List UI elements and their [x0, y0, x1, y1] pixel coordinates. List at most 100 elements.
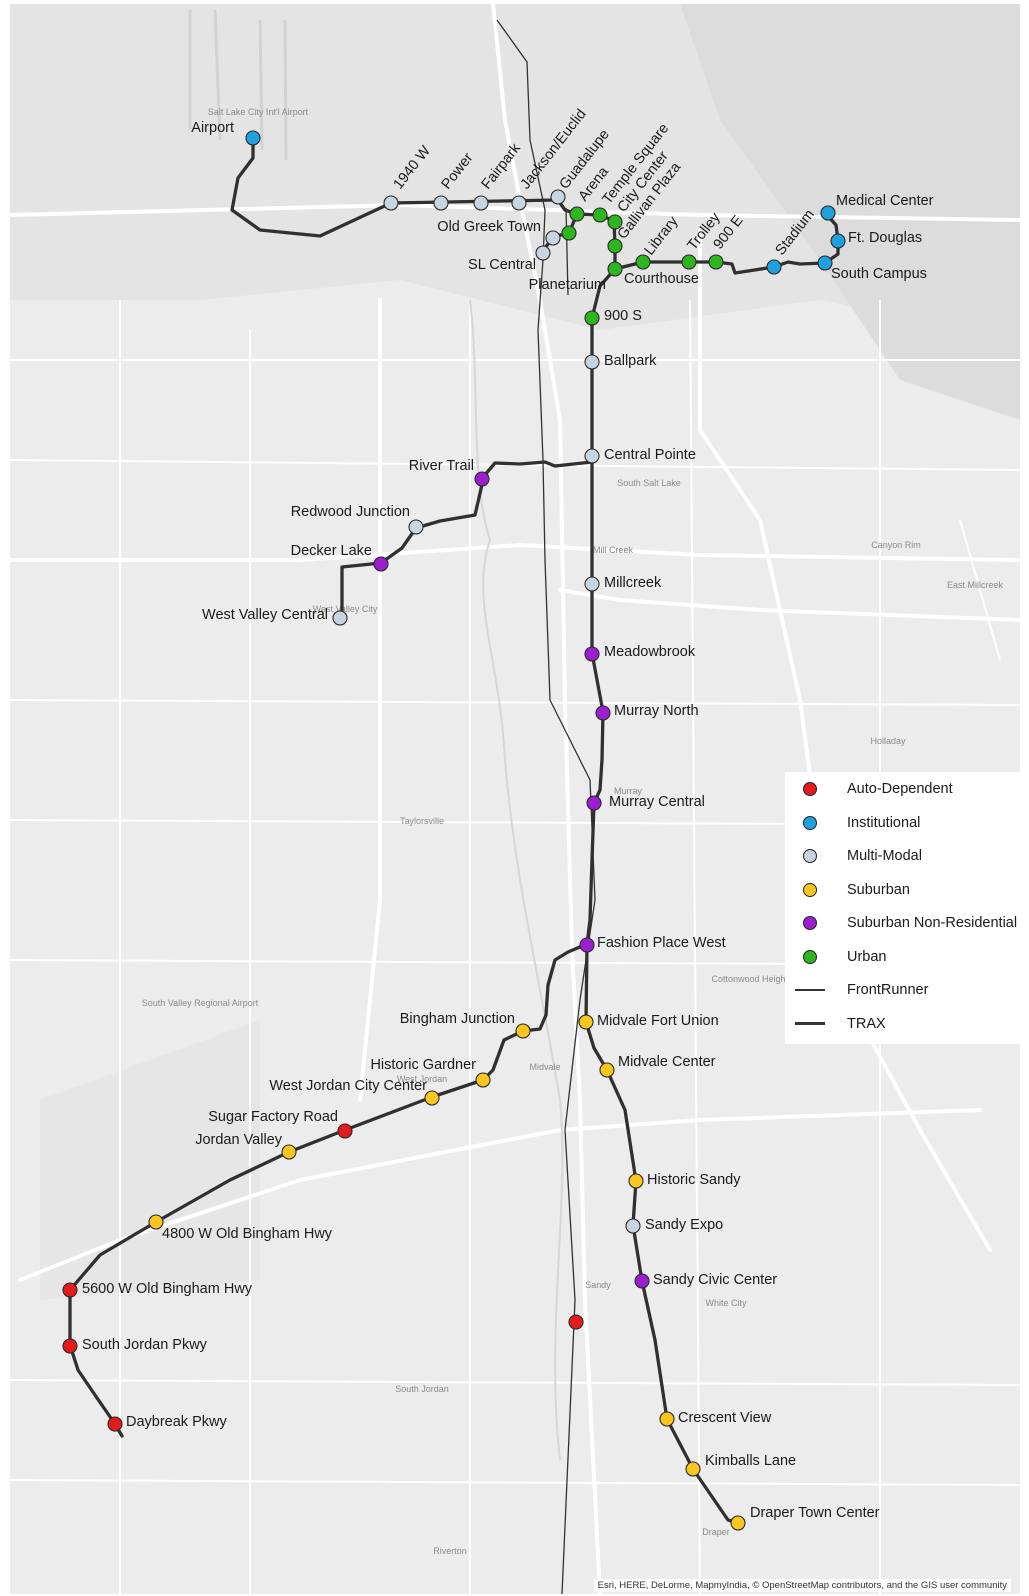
station-marker-jackson-euclid[interactable] [511, 195, 527, 211]
frontrunner-line [496, 19, 596, 1594]
station-label-old-greek-town: Old Greek Town [437, 219, 541, 235]
legend-label: TRAX [847, 1015, 886, 1032]
station-marker-medical-center[interactable] [820, 205, 836, 221]
station-marker-redwood-junction[interactable] [408, 519, 424, 535]
station-label-sandy-expo: Sandy Expo [645, 1217, 723, 1233]
station-marker-sandy-expo[interactable] [625, 1218, 641, 1234]
station-marker-midvale-fort-union[interactable] [578, 1014, 594, 1030]
station-marker-murray-central[interactable] [586, 795, 602, 811]
station-marker-stadium[interactable] [766, 259, 782, 275]
station-label-ballpark: Ballpark [604, 353, 657, 369]
station-marker-midvale-center[interactable] [599, 1062, 615, 1078]
station-marker-courthouse[interactable] [607, 261, 623, 277]
station-label-historic-gardner: Historic Gardner [370, 1057, 476, 1073]
legend-label: Suburban [847, 881, 910, 898]
station-label-decker-lake: Decker Lake [291, 543, 372, 559]
place-label-mill-creek: Mill Creek [593, 545, 634, 555]
station-marker-draper-town-center[interactable] [730, 1515, 746, 1531]
station-label-medical-center: Medical Center [836, 193, 934, 209]
station-label-jordan-valley: Jordan Valley [195, 1132, 283, 1148]
station-label-murray-central: Murray Central [609, 794, 705, 810]
place-label-west-valley-city: West Valley City [313, 604, 378, 614]
station-marker-fashion-place-west[interactable] [579, 937, 595, 953]
station-marker-river-trail[interactable] [474, 471, 490, 487]
legend-label: Urban [847, 948, 887, 965]
station-marker-900-e[interactable] [708, 254, 724, 270]
legend-item-urban: Urban [785, 940, 887, 974]
legend-dot-icon [803, 949, 817, 964]
station-marker-guadalupe[interactable] [550, 189, 566, 205]
place-label-taylorsville: Taylorsville [400, 816, 444, 826]
station-marker-bingham-junction[interactable] [515, 1023, 531, 1039]
place-label-draper: Draper [702, 1527, 730, 1537]
legend-item-suburban-non-residential: Suburban Non-Residential [785, 906, 1017, 940]
station-marker-unlabeled[interactable] [568, 1314, 584, 1330]
place-label-midvale: Midvale [529, 1062, 560, 1072]
station-label-draper-town-center: Draper Town Center [750, 1505, 880, 1521]
station-label-4800-w-old-bingham-hwy: 4800 W Old Bingham Hwy [162, 1226, 333, 1242]
station-marker-kimballs-lane[interactable] [685, 1461, 701, 1477]
station-marker-arena[interactable] [569, 206, 585, 222]
legend-swatch [785, 779, 835, 799]
place-label-south-jordan: South Jordan [395, 1384, 449, 1394]
station-marker-daybreak-pkwy[interactable] [107, 1416, 123, 1432]
place-label-west-jordan: West Jordan [397, 1074, 447, 1084]
station-marker-central-pointe[interactable] [584, 448, 600, 464]
station-marker-old-greek-town[interactable] [545, 230, 561, 246]
station-marker-1940-w[interactable] [383, 195, 399, 211]
station-marker-fairpark[interactable] [473, 195, 489, 211]
station-label-west-jordan-city-center: West Jordan City Center [269, 1078, 427, 1094]
station-marker-jordan-valley[interactable] [281, 1144, 297, 1160]
legend-swatch [785, 1014, 835, 1034]
station-marker-historic-gardner[interactable] [475, 1072, 491, 1088]
station-marker-planetarium[interactable] [561, 225, 577, 241]
station-marker-power[interactable] [433, 195, 449, 211]
station-marker-airport[interactable] [245, 130, 261, 146]
station-marker-millcreek[interactable] [584, 576, 600, 592]
station-marker-4800-w-old-bingham-hwy[interactable] [148, 1214, 164, 1230]
station-marker-south-campus[interactable] [817, 255, 833, 271]
station-marker-trolley[interactable] [681, 254, 697, 270]
station-marker-sugar-factory-road[interactable] [337, 1123, 353, 1139]
place-label-canyon-rim: Canyon Rim [871, 540, 921, 550]
station-label-south-jordan-pkwy: South Jordan Pkwy [82, 1337, 208, 1353]
station-marker-ft-douglas[interactable] [830, 233, 846, 249]
place-label-cottonwood-heights: Cottonwood Heights [711, 974, 793, 984]
station-marker-sandy-civic-center[interactable] [634, 1273, 650, 1289]
station-marker-meadowbrook[interactable] [584, 646, 600, 662]
station-marker-5600-w-old-bingham-hwy[interactable] [62, 1282, 78, 1298]
station-label-bingham-junction: Bingham Junction [400, 1011, 515, 1027]
place-label-salt-lake-city-int-l-airport: Salt Lake City Int'l Airport [208, 107, 309, 117]
station-marker-south-jordan-pkwy[interactable] [62, 1338, 78, 1354]
legend-swatch [785, 880, 835, 900]
station-marker-crescent-view[interactable] [659, 1411, 675, 1427]
place-label-riverton: Riverton [433, 1546, 467, 1556]
station-marker-murray-north[interactable] [595, 705, 611, 721]
station-marker-city-center[interactable] [607, 214, 623, 230]
station-marker-west-valley-central[interactable] [332, 610, 348, 626]
station-marker-historic-sandy[interactable] [628, 1173, 644, 1189]
station-label-river-trail: River Trail [409, 458, 474, 474]
station-marker-library[interactable] [635, 254, 651, 270]
station-marker-sl-central[interactable] [535, 245, 551, 261]
station-label-900-s: 900 S [604, 308, 642, 324]
station-marker-ballpark[interactable] [584, 354, 600, 370]
place-label-east-millcreek: East Millcreek [947, 580, 1004, 590]
place-label-murray: Murray [614, 786, 643, 796]
station-marker-temple-square[interactable] [592, 207, 608, 223]
station-label-kimballs-lane: Kimballs Lane [705, 1453, 796, 1469]
station-label-midvale-fort-union: Midvale Fort Union [597, 1013, 719, 1029]
stations [62, 130, 846, 1531]
station-label-crescent-view: Crescent View [678, 1410, 772, 1426]
station-label-daybreak-pkwy: Daybreak Pkwy [126, 1414, 227, 1430]
station-marker-gallivan-plaza[interactable] [607, 238, 623, 254]
legend-swatch [785, 813, 835, 833]
station-label-meadowbrook: Meadowbrook [604, 644, 696, 660]
station-marker-900-s[interactable] [584, 310, 600, 326]
legend-swatch [785, 947, 835, 967]
station-marker-decker-lake[interactable] [373, 556, 389, 572]
station-marker-west-jordan-city-center[interactable] [424, 1090, 440, 1106]
station-label-central-pointe: Central Pointe [604, 447, 696, 463]
legend-dot-icon [803, 882, 817, 897]
